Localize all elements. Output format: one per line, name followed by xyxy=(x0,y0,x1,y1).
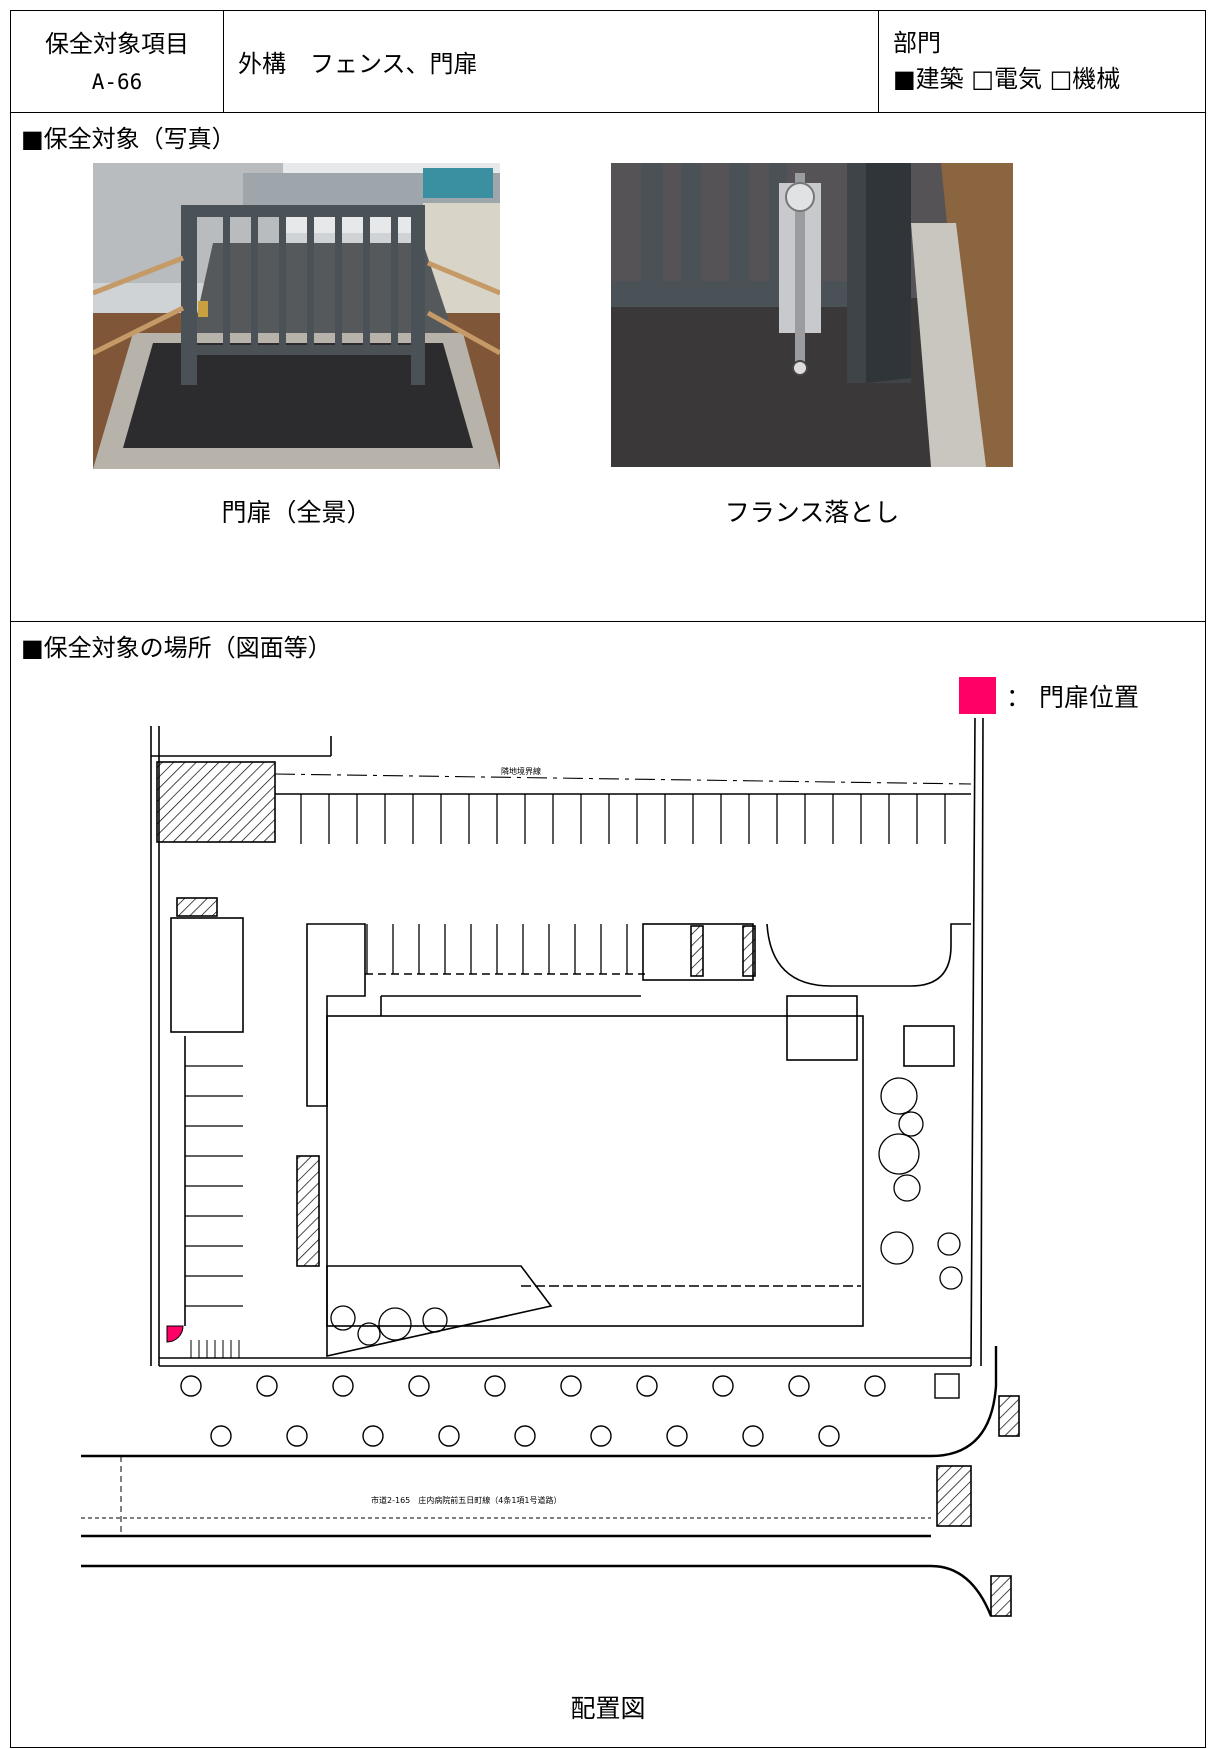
gate-position-swatch xyxy=(959,677,997,714)
item-code: A-66 xyxy=(91,70,143,94)
header-table: 保全対象項目 A-66 外構 フェンス、門扉 部門 ■建築 □電気 □機械 xyxy=(11,11,1205,113)
drop-bolt-caption: フランス落とし xyxy=(724,498,900,527)
photos-section-title: ■保全対象（写真） xyxy=(21,125,236,153)
location-section-title: ■保全対象の場所（図面等） xyxy=(21,634,332,662)
legend: ： 門扉位置 xyxy=(959,677,1139,714)
road-name-label: 市道2-165 庄内病院前五日町線（4条1項1号道路） xyxy=(371,1495,562,1505)
department-options: ■建築 □電気 □機械 xyxy=(893,65,1121,93)
item-label: 保全対象項目 xyxy=(45,30,189,58)
legend-label: ： 門扉位置 xyxy=(1006,682,1139,712)
site-plan-caption: 配置図 xyxy=(570,1694,646,1723)
location-section: ■保全対象の場所（図面等） ： 門扉位置 xyxy=(11,622,1205,1747)
department-cell: 部門 ■建築 □電気 □機械 xyxy=(879,11,1205,112)
boundary-line-label: 隣地境界線 xyxy=(501,766,541,776)
photos-section: ■保全対象（写真） xyxy=(11,113,1205,622)
maintenance-sheet: 保全対象項目 A-66 外構 フェンス、門扉 部門 ■建築 □電気 □機械 ■保… xyxy=(10,10,1206,1748)
item-cell: 保全対象項目 A-66 xyxy=(11,11,224,112)
item-name-cell: 外構 フェンス、門扉 xyxy=(224,11,879,112)
gate-position-marker xyxy=(166,1325,184,1343)
drop-bolt-photo xyxy=(611,163,1013,467)
gate-overview-caption: 門扉（全景） xyxy=(221,498,372,527)
department-label: 部門 xyxy=(893,29,941,57)
gate-overview-photo xyxy=(93,163,500,469)
site-plan-drawing: 隣地境界線 市道2-165 庄内病院前五日町線（4条1項1号道路） xyxy=(81,717,1020,1617)
item-name: 外構 フェンス、門扉 xyxy=(238,50,478,78)
